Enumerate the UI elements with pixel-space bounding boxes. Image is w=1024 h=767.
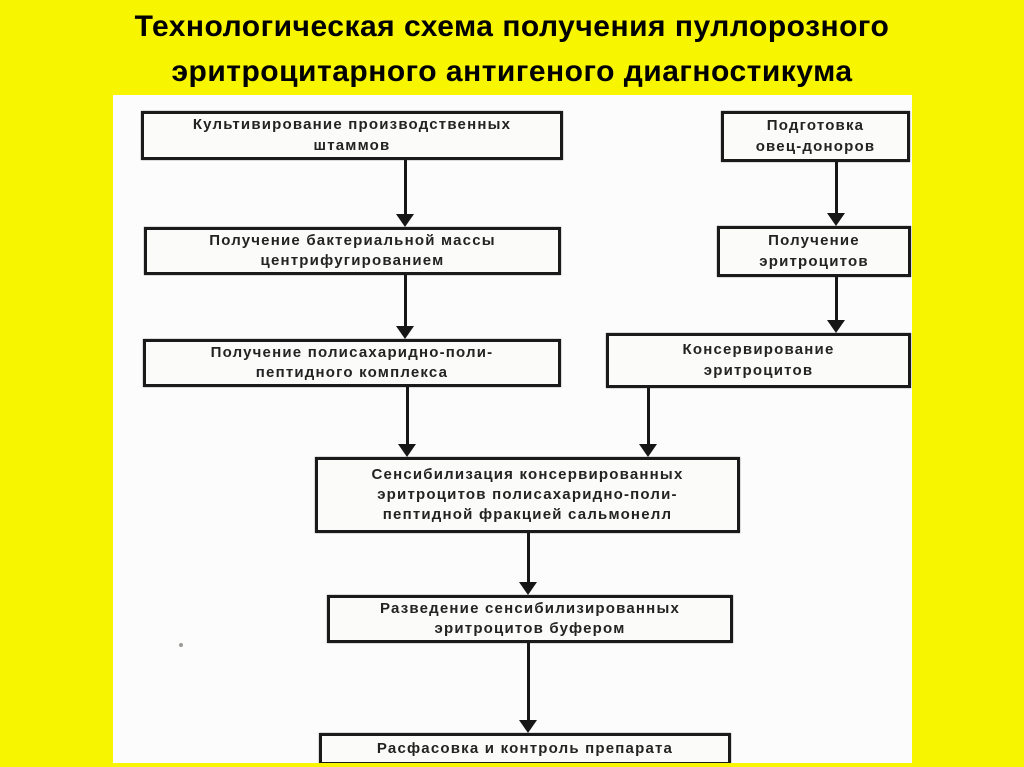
- flow-node-packaging: Расфасовка и контроль препарата: [319, 733, 731, 763]
- arrow-sensitization-to-dilution: [519, 533, 537, 595]
- flow-node-sheep-donors: Подготовка овец-доноров: [721, 111, 910, 162]
- arrow-dilution-to-packaging: [519, 643, 537, 733]
- flow-node-bacterial-mass: Получение бактериальной массы центрифуги…: [144, 227, 561, 275]
- flowchart-panel: Культивирование производственных штаммов…: [113, 95, 912, 763]
- scan-artifact-dot: [179, 643, 183, 647]
- flow-node-erythrocytes: Получение эритроцитов: [717, 226, 911, 277]
- flow-node-sensitization: Сенсибилизация консервированных эритроци…: [315, 457, 740, 533]
- flow-node-preservation: Консервирование эритроцитов: [606, 333, 911, 388]
- flow-node-polysaccharide: Получение полисахаридно-поли- пептидного…: [143, 339, 561, 387]
- arrow-bacterial-mass-to-polysaccharide: [396, 275, 414, 339]
- arrow-polysaccharide-to-sensitization: [398, 387, 416, 457]
- arrow-preservation-to-sensitization: [639, 388, 657, 457]
- slide-title: Технологическая схема получения пуллороз…: [134, 10, 890, 88]
- arrow-erythrocytes-to-preservation: [827, 277, 845, 333]
- flow-node-dilution: Разведение сенсибилизированных эритроцит…: [327, 595, 733, 643]
- arrow-cultivation-to-bacterial-mass: [396, 160, 414, 227]
- arrow-sheep-donors-to-erythrocytes: [827, 162, 845, 226]
- flow-node-cultivation: Культивирование производственных штаммов: [141, 111, 563, 160]
